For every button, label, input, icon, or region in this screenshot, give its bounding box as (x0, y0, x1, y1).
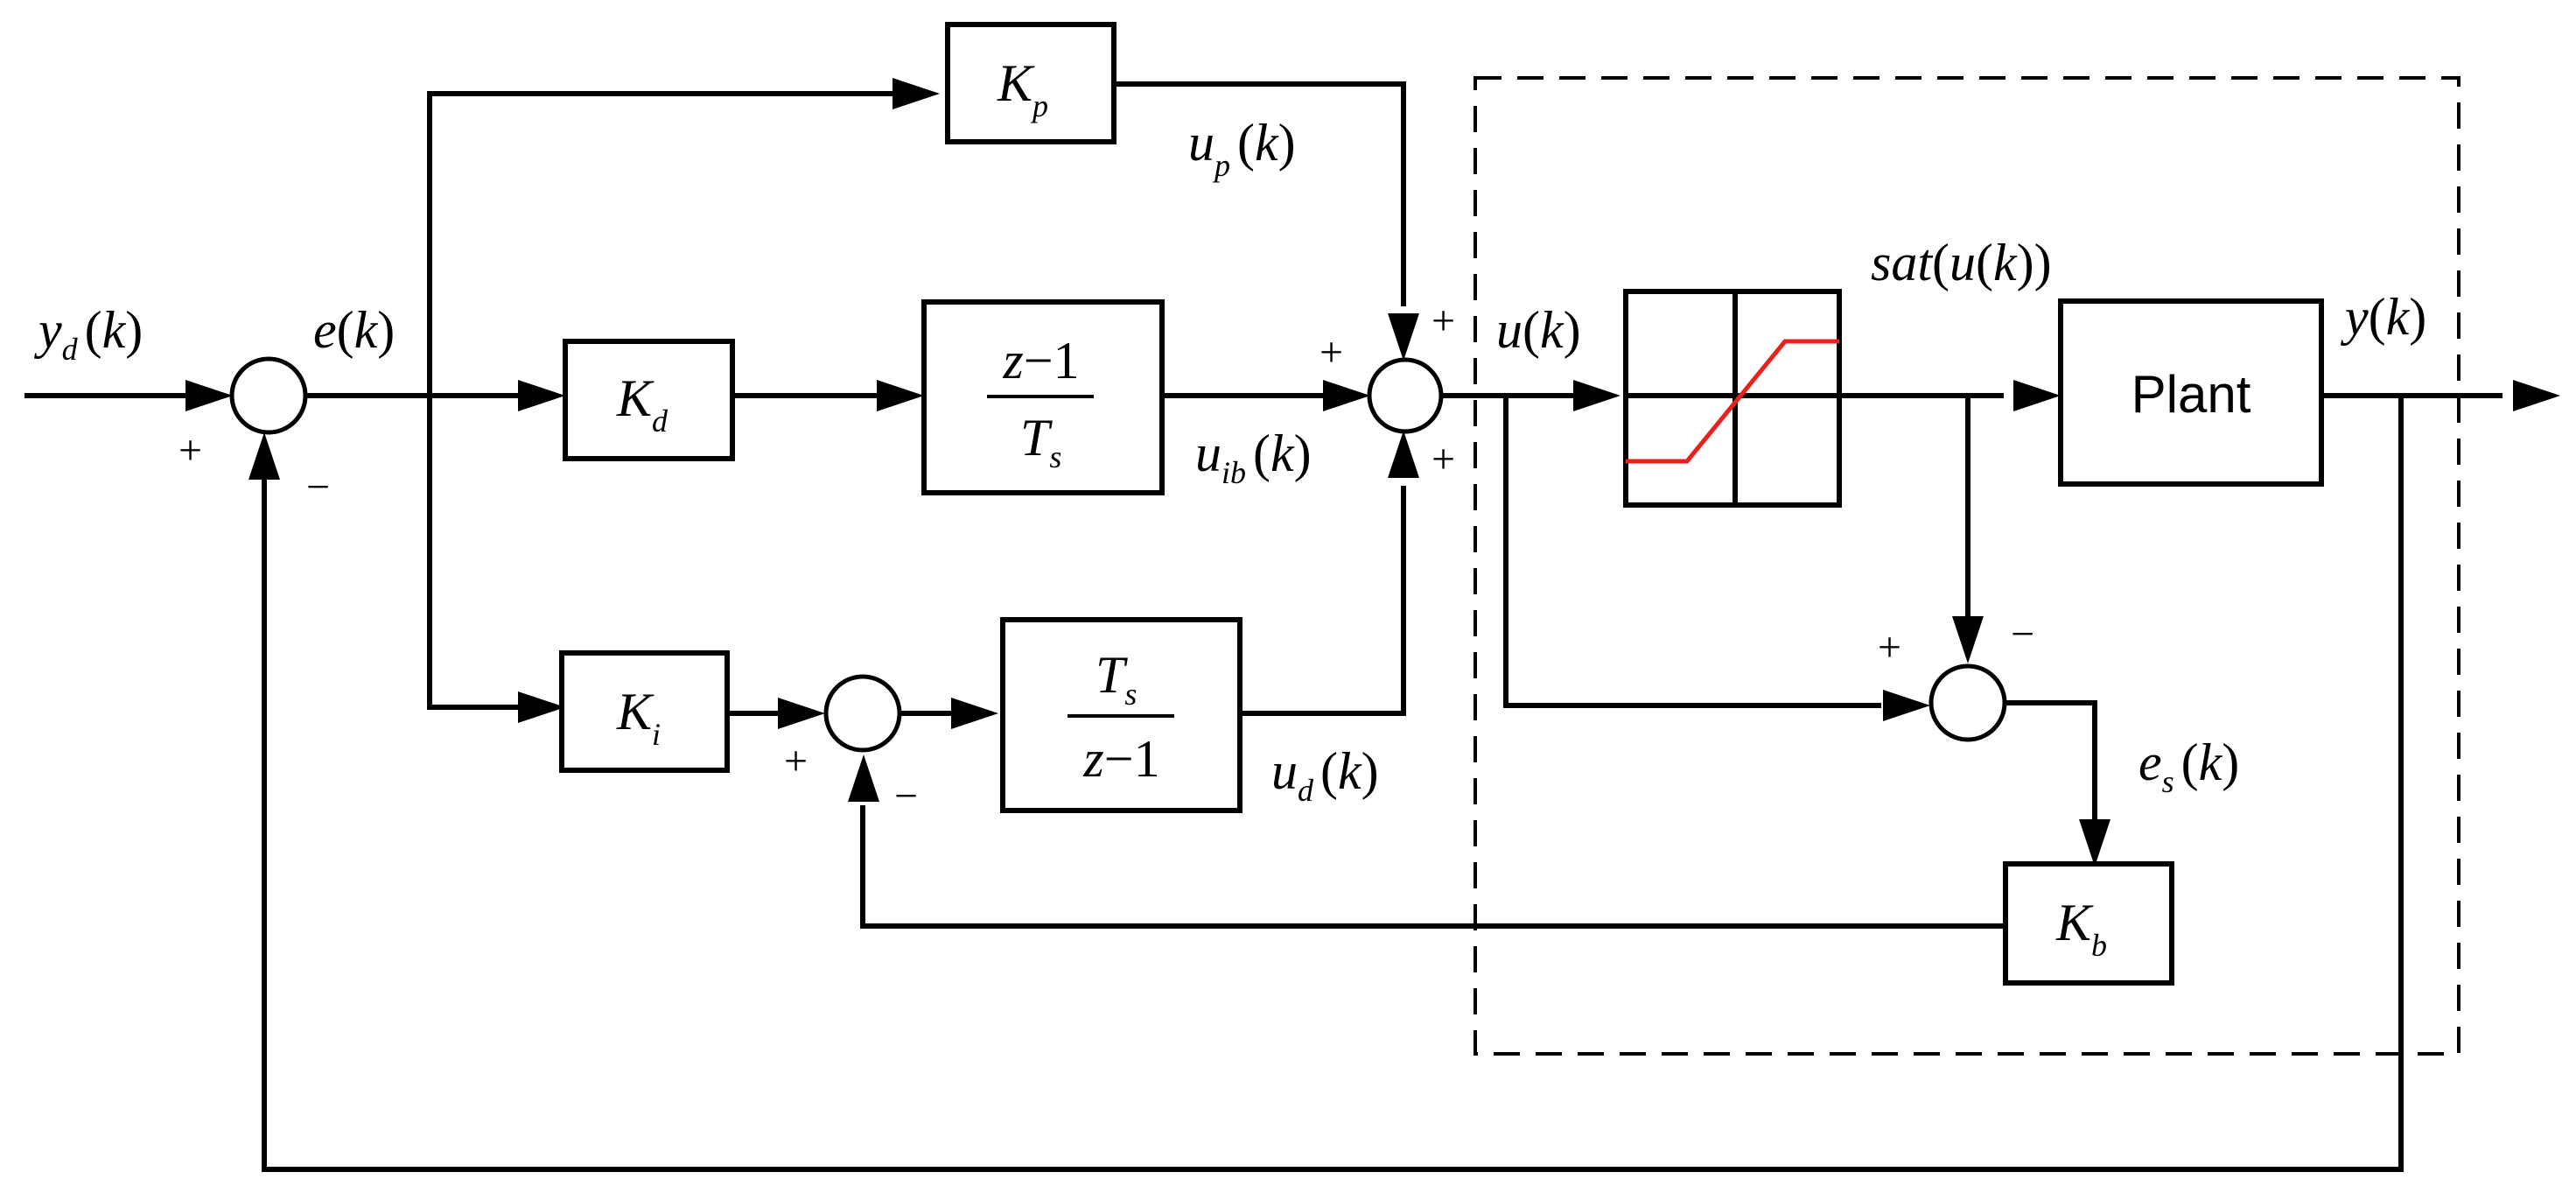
sum-es-sat-sign: − (2011, 611, 2034, 657)
saturation-curve (1626, 339, 1839, 464)
ki-block (559, 650, 730, 773)
arrowhead (778, 698, 825, 729)
proportional-branch-wire (427, 91, 900, 396)
arrowhead (2079, 819, 2110, 867)
arrowhead (1883, 690, 1930, 721)
kb-feedback-wire (860, 805, 2006, 929)
arrowhead (2513, 380, 2560, 411)
arrowhead (2013, 380, 2061, 411)
kb-block (2003, 861, 2174, 986)
sum-int-feedback-sign: − (894, 773, 918, 819)
sum-main-left-sign: + (1320, 329, 1343, 375)
arrowhead (848, 754, 879, 802)
arrowhead (518, 691, 565, 723)
sum-es-input-sign: + (1878, 624, 1901, 670)
ud-signal-label: ud(k) (1271, 742, 1379, 808)
kp-block (945, 22, 1116, 144)
control-summing-junction (1367, 357, 1444, 434)
arrowhead (1952, 616, 1984, 663)
kd-block (563, 339, 735, 461)
sat-signal-label: sat(u(k)) (1871, 234, 2052, 291)
arrowhead (518, 380, 565, 411)
es-wire (2006, 700, 2097, 830)
y-signal-label: y(k) (2340, 288, 2426, 346)
wires (24, 81, 2502, 1172)
sum1-input-sign: + (178, 427, 202, 474)
es-signal-label: es(k) (2138, 733, 2239, 799)
differentiator-denominator: Ts (1020, 409, 1061, 474)
arrowhead (1388, 431, 1419, 478)
arrowhead (1388, 313, 1419, 361)
differentiator-numerator: z−1 (1002, 332, 1079, 389)
sum-int-input-sign: + (784, 738, 808, 784)
saturation-error-junction (1928, 663, 2007, 742)
error-summing-junction (229, 356, 308, 435)
integral-branch-wire (427, 396, 525, 710)
integ-to-sum-wire (1240, 486, 1406, 716)
u-tap-wire (1503, 396, 1881, 708)
integrator-denominator: z−1 (1082, 730, 1159, 788)
arrowhead (951, 698, 998, 729)
arrowhead (1573, 380, 1620, 411)
uib-signal-label: uib(k) (1195, 425, 1312, 490)
sum1-feedback-sign: − (306, 464, 330, 510)
arrowhead (186, 380, 233, 411)
kp-label: Kp (997, 54, 1048, 123)
integrator-numerator: Ts (1096, 646, 1137, 712)
integral-summing-junction (823, 674, 902, 753)
arrowhead (248, 432, 280, 480)
plant-block (2058, 298, 2324, 487)
up-signal-label: up(k) (1188, 114, 1296, 183)
kd-label: Kd (616, 369, 668, 439)
plant-label: Plant (2132, 365, 2251, 424)
saturation-subsystem-boundary (1474, 76, 2460, 1056)
sum-main-bottom-sign: + (1432, 436, 1455, 482)
arrowhead (877, 380, 924, 411)
yd-signal-label: yd(k) (33, 301, 143, 367)
output-feedback-wire (262, 396, 2404, 1172)
ki-label: Ki (616, 683, 661, 752)
arrowhead (892, 78, 940, 109)
arrowhead (1323, 380, 1370, 411)
arrowheads (186, 78, 2560, 867)
sum-main-top-sign: + (1432, 298, 1455, 344)
kp-to-sum-wire (1114, 81, 1406, 306)
kb-label: Kb (2055, 894, 2107, 963)
u-signal-label: u(k) (1496, 301, 1581, 359)
e-signal-label: e(k) (313, 301, 395, 359)
